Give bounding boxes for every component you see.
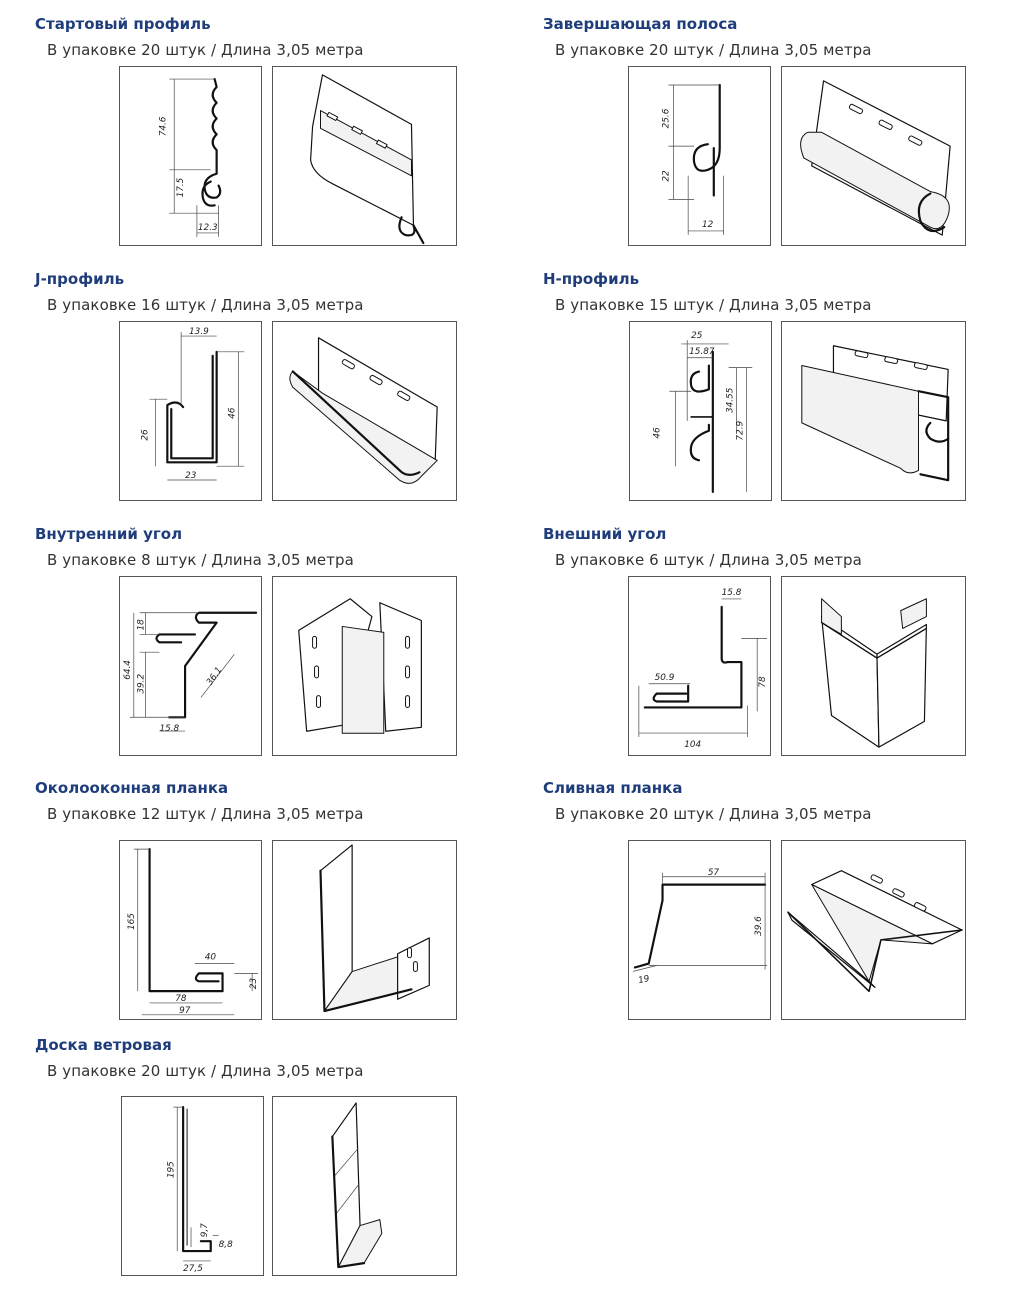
profile-drawing: 25.6 22 12 xyxy=(628,66,771,246)
profile-3d-view xyxy=(781,66,966,246)
profile-3d-view xyxy=(781,321,966,501)
dim-front: 26 xyxy=(141,429,151,441)
dim-top: 25.6 xyxy=(661,108,671,128)
dim-channel: 40 xyxy=(205,953,217,963)
product-pack-info: В упаковке 20 штук / Длина 3,05 метра xyxy=(555,805,872,823)
dim-height: 165 xyxy=(127,913,137,930)
product-title: Стартовый профиль xyxy=(35,15,211,33)
dim-width: 12.3 xyxy=(198,223,218,233)
profile-3d-view xyxy=(272,66,457,246)
dim-base: 78 xyxy=(175,994,187,1004)
product-fascia-board: Доска ветровая В упаковке 20 штук / Длин… xyxy=(35,1036,505,1286)
dim-width: 23 xyxy=(185,471,197,481)
dim-lower: 39.2 xyxy=(137,674,147,694)
profile-drawing: 74.6 17.5 12.3 xyxy=(119,66,262,246)
product-outer-corner: Внешний угол В упаковке 6 штук / Длина 3… xyxy=(543,525,1009,775)
profile-3d-view xyxy=(272,321,457,501)
dim-top: 18 xyxy=(137,619,147,631)
profile-3d-view xyxy=(272,840,457,1020)
dim-lock: 17.5 xyxy=(176,177,186,197)
profile-3d-view xyxy=(781,840,966,1020)
profile-drawing: 25 15.87 34.55 46 72.9 xyxy=(629,321,772,501)
dim-lip: 8,8 xyxy=(219,1240,233,1250)
dim-height: 72.9 xyxy=(735,420,745,440)
product-inner-corner: Внутренний угол В упаковке 8 штук / Длин… xyxy=(35,525,505,775)
profile-drawing: 165 40 23 78 97 xyxy=(119,840,262,1020)
product-j-profile: J-профиль В упаковке 16 штук / Длина 3,0… xyxy=(35,270,505,520)
profile-3d-view xyxy=(272,1096,457,1276)
product-pack-info: В упаковке 12 штук / Длина 3,05 метра xyxy=(47,805,364,823)
dim-height: 46 xyxy=(227,407,237,419)
dim-width: 27,5 xyxy=(183,1264,203,1274)
product-title: Н-профиль xyxy=(543,270,640,288)
profile-3d-view xyxy=(781,576,966,756)
dim-top: 25 xyxy=(691,331,703,341)
product-pack-info: В упаковке 6 штук / Длина 3,05 метра xyxy=(555,551,862,569)
dim-top: 13.9 xyxy=(189,327,209,337)
profile-drawing: 15.8 50.9 78 104 xyxy=(628,576,771,756)
profile-3d-view xyxy=(272,576,457,756)
profile-drawing: 57 39.6 19 xyxy=(628,840,771,1020)
dim-height: 74.6 xyxy=(158,116,168,136)
dim-height: 64.4 xyxy=(123,660,133,680)
dim-diagonal: 36.1 xyxy=(205,666,225,688)
dim-channel: 9,7 xyxy=(200,1223,210,1237)
product-drip-cap: Сливная планка В упаковке 20 штук / Длин… xyxy=(543,779,1009,1029)
dim-inner: 15.87 xyxy=(689,347,715,357)
dim-lip: 23 xyxy=(249,978,259,990)
dim-width: 12 xyxy=(702,220,714,230)
dim-front: 46 xyxy=(653,427,663,439)
product-pack-info: В упаковке 20 штук / Длина 3,05 метра xyxy=(47,41,364,59)
dim-drip: 19 xyxy=(637,974,650,986)
profile-drawing: 13.9 46 26 23 xyxy=(119,321,262,501)
product-title: Завершающая полоса xyxy=(543,15,738,33)
product-title: Внешний угол xyxy=(543,525,667,543)
product-pack-info: В упаковке 15 штук / Длина 3,05 метра xyxy=(555,296,872,314)
dim-height: 39.6 xyxy=(754,916,764,936)
profile-drawing: 18 64.4 39.2 36.1 15.8 xyxy=(119,576,262,756)
dim-width: 97 xyxy=(179,1006,191,1016)
dim-height: 195 xyxy=(166,1161,176,1178)
product-title: Внутренний угол xyxy=(35,525,183,543)
product-pack-info: В упаковке 20 штук / Длина 3,05 метра xyxy=(47,1062,364,1080)
dim-bottom: 22 xyxy=(661,170,671,182)
product-title: J-профиль xyxy=(35,270,125,288)
product-title: Сливная планка xyxy=(543,779,683,797)
product-pack-info: В упаковке 8 штук / Длина 3,05 метра xyxy=(47,551,354,569)
dim-top: 57 xyxy=(708,868,720,878)
product-pack-info: В упаковке 20 штук / Длина 3,05 метра xyxy=(555,41,872,59)
dim-channel: 34.55 xyxy=(726,387,736,413)
product-starter-profile: Стартовый профиль В упаковке 20 штук / Д… xyxy=(35,15,505,265)
dim-top: 15.8 xyxy=(722,588,742,598)
dim-left: 50.9 xyxy=(655,673,675,683)
profile-drawing: 195 9,7 8,8 27,5 xyxy=(121,1096,264,1276)
product-window-trim: Околооконная планка В упаковке 12 штук /… xyxy=(35,779,505,1029)
dim-width: 15.8 xyxy=(159,724,179,734)
product-finish-strip: Завершающая полоса В упаковке 20 штук / … xyxy=(543,15,1009,265)
product-h-profile: Н-профиль В упаковке 15 штук / Длина 3,0… xyxy=(543,270,1009,520)
product-pack-info: В упаковке 16 штук / Длина 3,05 метра xyxy=(47,296,364,314)
product-title: Доска ветровая xyxy=(35,1036,172,1054)
dim-width: 104 xyxy=(684,740,701,750)
product-title: Околооконная планка xyxy=(35,779,229,797)
dim-height: 78 xyxy=(758,676,768,688)
